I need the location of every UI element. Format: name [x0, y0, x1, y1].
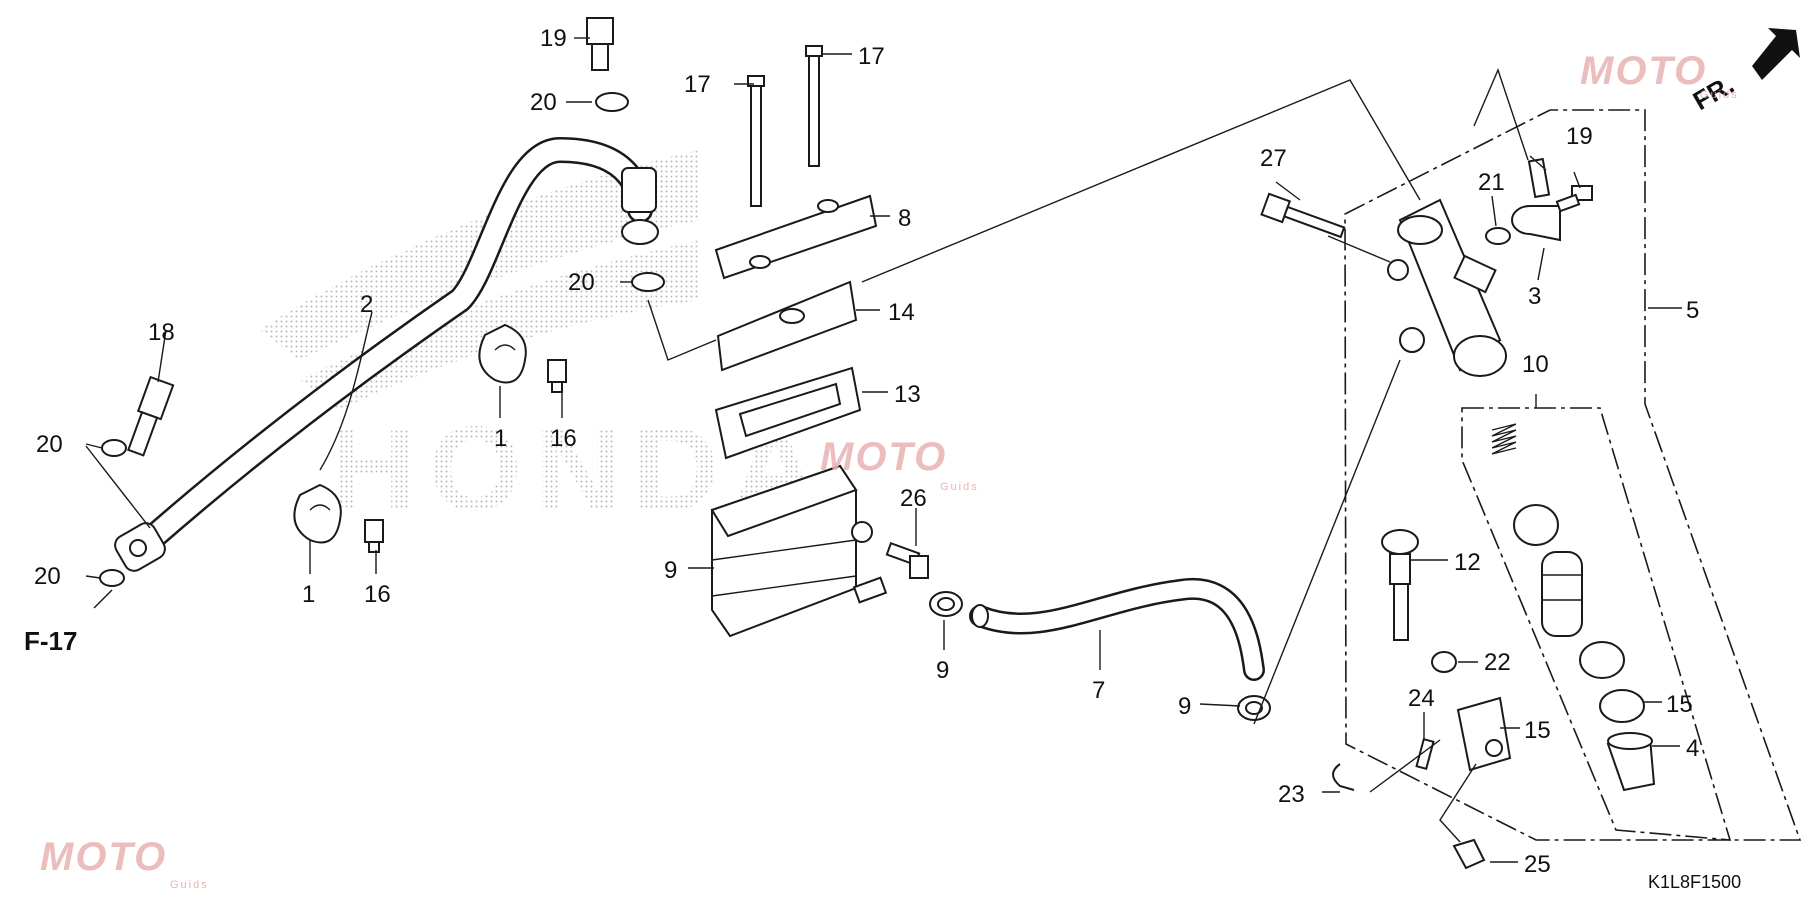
callout-21: 21 [1478, 169, 1505, 196]
callout-15: 15 [1524, 717, 1551, 744]
svg-text:Guids: Guids [1700, 89, 1739, 101]
callout-16-lower: 16 [364, 581, 391, 608]
reservoir-tank [710, 464, 888, 638]
callout-9-left: 9 [936, 657, 949, 684]
cotter-pin-23 [1332, 763, 1355, 791]
svg-text:MOTO: MOTO [820, 435, 947, 479]
callout-10: 10 [1522, 351, 1549, 378]
svg-text:MOTO: MOTO [1580, 49, 1707, 93]
callout-1-upper: 1 [494, 425, 507, 452]
callout-11: 12 [1454, 549, 1481, 576]
oil-bolt-18-left [127, 375, 175, 457]
push-rod [1381, 529, 1419, 641]
callout-19: 19 [1566, 123, 1593, 150]
frame-assembly-5 [1344, 109, 1802, 841]
joint-pin-24 [1415, 737, 1435, 771]
clevis-15 [1456, 696, 1512, 772]
callout-2: 2 [360, 291, 373, 318]
callout-8: 8 [898, 205, 911, 232]
callout-14: 15 [1666, 691, 1693, 718]
callout-17-left: 17 [684, 71, 711, 98]
sealing-washer-20-d [99, 569, 125, 587]
diagram-code: K1L8F1500 [1648, 872, 1741, 892]
screw-19 [1555, 185, 1593, 213]
callout-27: 27 [1260, 145, 1287, 172]
circlip-14 [1599, 689, 1645, 723]
boot-4 [1606, 732, 1656, 792]
bolt-26 [885, 541, 929, 579]
clip-25 [1452, 838, 1486, 870]
nut-22 [1431, 651, 1457, 673]
bolt-27 [1260, 192, 1346, 239]
o-ring-21 [1485, 227, 1511, 245]
reservoir-cap [714, 194, 878, 280]
screw-17-left [747, 75, 765, 207]
callout-24: 24 [1408, 685, 1435, 712]
diaphragm [714, 366, 862, 460]
callout-16-upper: 16 [550, 425, 577, 452]
callout-18-top: 19 [540, 25, 567, 52]
watermark-bottom-left: MOTO Guids [40, 835, 209, 891]
callout-25: 25 [1524, 851, 1551, 878]
bolt-16-upper [547, 359, 567, 393]
reference-f17: F-17 [24, 626, 77, 656]
callout-5: 5 [1686, 297, 1699, 324]
callout-7: 7 [1092, 677, 1105, 704]
callout-20-left-a: 20 [36, 431, 63, 458]
diaphragm-plate [716, 280, 858, 372]
sealing-washer-20-a [595, 92, 629, 112]
callout-22: 22 [1484, 649, 1511, 676]
callout-20-top: 20 [530, 89, 557, 116]
svg-text:Guids: Guids [940, 481, 979, 493]
watermark-top-right: MOTO Guids [1580, 49, 1739, 101]
hose-clamp-upper [478, 323, 527, 384]
callout-3: 3 [1528, 283, 1541, 310]
reservoir-hose [969, 577, 1265, 681]
callout-13: 14 [888, 299, 915, 326]
frame-kit-10 [1461, 407, 1732, 841]
callout-9-right: 9 [1178, 693, 1191, 720]
bolt-16-lower [364, 519, 384, 553]
callout-4: 4 [1686, 735, 1699, 762]
piston [1541, 551, 1583, 637]
svg-text:MOTO: MOTO [40, 835, 167, 879]
callout-23: 23 [1278, 781, 1305, 808]
watermark-center: MOTO Guids [820, 435, 979, 493]
callout-26: 26 [900, 485, 927, 512]
spring [1491, 423, 1517, 455]
sealing-washer-20-b [631, 272, 665, 292]
hose-clip-9-left [929, 591, 963, 617]
screw-17-right [805, 45, 823, 167]
hose-clamp-lower [293, 483, 342, 544]
secondary-cup [1579, 641, 1625, 679]
callout-17-right: 17 [858, 43, 885, 70]
callout-20-left-b: 20 [34, 563, 61, 590]
callout-18-left: 18 [148, 319, 175, 346]
callout-labels: 19 20 18 20 20 20 2 1 16 1 16 17 17 8 14… [24, 25, 1741, 892]
brake-hose [114, 136, 659, 572]
sealing-washer-20-c [101, 439, 127, 457]
callout-1-lower: 1 [302, 581, 315, 608]
oil-bolt-18-top [586, 17, 614, 71]
primary-cup [1513, 504, 1559, 546]
inlet-joint [1511, 157, 1561, 242]
master-cylinder-body [1387, 198, 1507, 377]
svg-text:Guids: Guids [170, 879, 209, 891]
leader-lines [85, 37, 1682, 863]
callout-6: 9 [664, 557, 677, 584]
callout-12: 13 [894, 381, 921, 408]
hose-clip-9-right [1237, 695, 1271, 721]
callout-20-mid: 20 [568, 269, 595, 296]
